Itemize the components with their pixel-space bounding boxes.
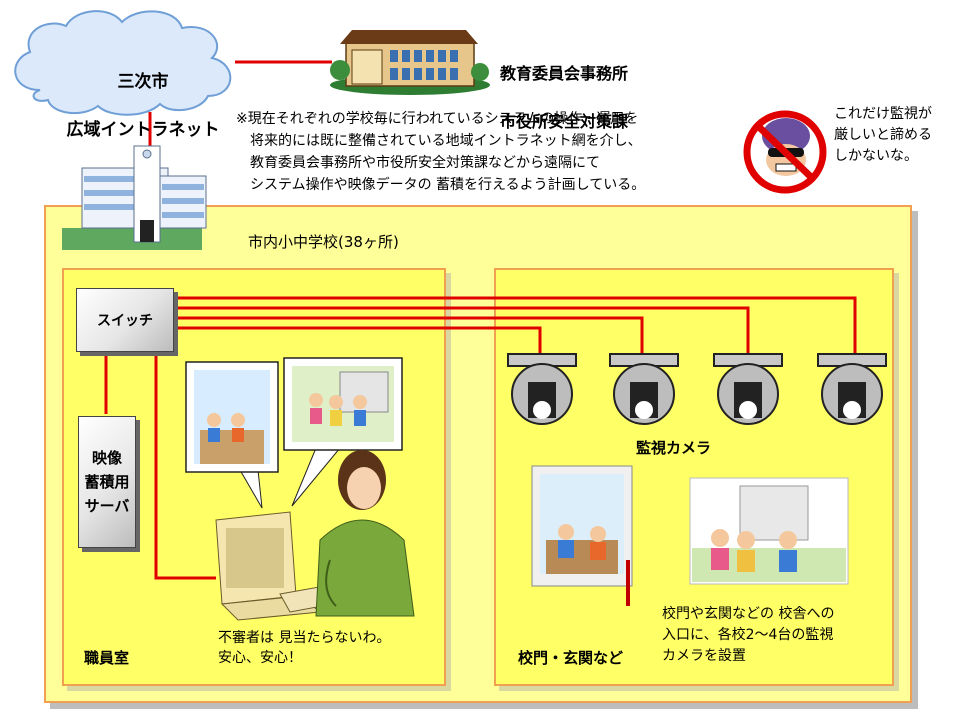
server-label: 映像 蓄積用 サーバ	[84, 449, 130, 515]
cloud-shape	[14, 10, 232, 116]
office-label-line1: 教育委員会事務所	[500, 64, 629, 83]
cloud-label: 三次市 広域イントラネット	[58, 46, 228, 166]
staff-room-label: 職員室	[84, 649, 130, 667]
switch-label: スイッチ	[97, 313, 153, 329]
staff-speech: 不審者は 見当たらないわ。 安心、安心！	[218, 630, 391, 666]
cameras-label: 監視カメラ	[636, 439, 712, 457]
staff-at-computer-illustration	[215, 450, 415, 621]
video-storage-server-box: 映像 蓄積用 サーバ	[78, 416, 136, 548]
camera-cables	[176, 296, 857, 354]
camera-caption: 校門や玄関などの 校舎への 入口に、各校2～4台の監視 カメラを設置	[662, 606, 835, 664]
school-label: 市内小中学校(38ヶ所)	[248, 233, 399, 251]
gate-area-label: 校門・玄関など	[518, 649, 624, 667]
office-label-line2: 市役所安全対策課	[500, 112, 629, 131]
plan-note: ※現在それぞれの学校毎に行われているシステムの操作・運用を 将来的には既に整備さ…	[236, 111, 646, 193]
monitor-views-illustration	[185, 357, 403, 509]
thief-prohibited-illustration	[743, 110, 827, 194]
office-building-illustration	[330, 30, 490, 95]
office-label: 教育委員会事務所 市役所安全対策課	[500, 38, 628, 158]
school-building-illustration	[62, 145, 207, 250]
gate-views-illustration	[531, 465, 849, 606]
thief-quote: これだけ監視が 厳しいと諦める しかないな。	[834, 106, 932, 164]
cloud-label-line2: 広域イントラネット	[66, 120, 220, 140]
camera-icons	[507, 353, 887, 425]
switch-box: スイッチ	[76, 288, 174, 352]
cloud-label-line1: 三次市	[117, 72, 169, 92]
